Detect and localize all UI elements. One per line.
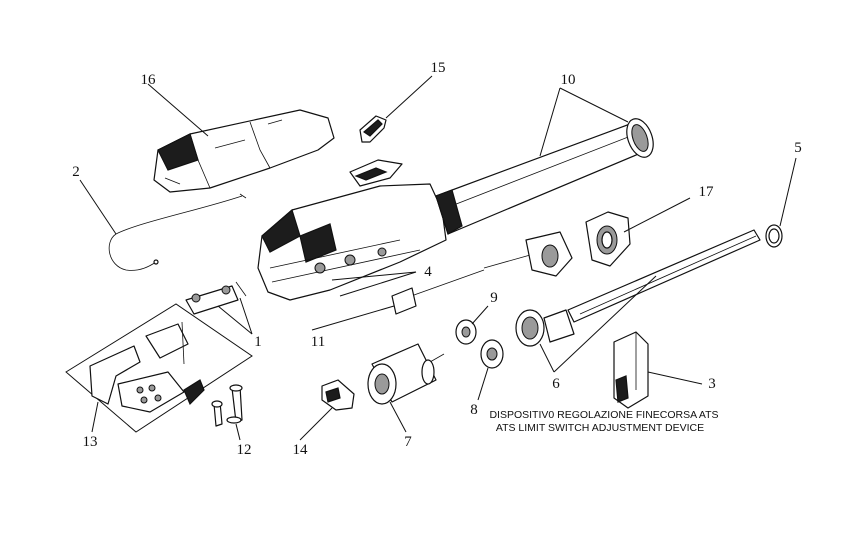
callout-14: 14 [293,442,309,458]
part-8-gear-shaft [480,339,504,369]
leader-lines [79,75,797,441]
caption-italian: DISPOSITIV0 REGOLAZIONE FINECORSA ATS [489,409,718,421]
caption-english: ATS LIMIT SWITCH ADJUSTMENT DEVICE [496,422,704,434]
callout-15: 15 [431,60,446,76]
part-16-top-cover [153,109,335,193]
part-4-main-housing [257,159,447,301]
callout-6: 6 [552,376,560,392]
part-17-gear-housing [585,211,631,267]
part-10-tube [435,118,654,235]
part-13-bracket-set [65,303,253,433]
caption: DISPOSITIV0 REGOLAZIONE FINECORSA ATS AT… [489,409,718,434]
callout-17: 17 [699,184,715,200]
callout-4: 4 [424,264,432,280]
callout-10: 10 [561,72,576,88]
callout-16: 16 [141,72,157,88]
part-3-limit-switch-box [613,331,649,409]
callout-7: 7 [404,434,412,450]
callout-9: 9 [490,290,498,306]
callout-2: 2 [72,164,80,180]
part-11-switch-rod [391,231,573,315]
part-9-small-gear [455,319,477,345]
callout-8: 8 [470,402,478,418]
callout-1: 1 [254,334,262,350]
callout-13: 13 [83,434,98,450]
callout-labels: 16 15 2 10 5 17 4 1 11 9 6 3 8 7 14 12 1… [72,60,802,458]
part-7-motor [367,343,445,405]
part-6-gear-set [515,309,575,347]
part-2-cable [108,193,247,271]
part-5-screw-rod [567,224,783,323]
callout-11: 11 [311,334,325,350]
callout-5: 5 [794,140,802,156]
part-15-release-key [359,115,387,143]
callout-3: 3 [708,376,716,392]
part-1-fixing-bracket [185,281,247,315]
callout-12: 12 [237,442,252,458]
part-14-connector [321,379,355,411]
part-12-bolts [211,384,243,427]
